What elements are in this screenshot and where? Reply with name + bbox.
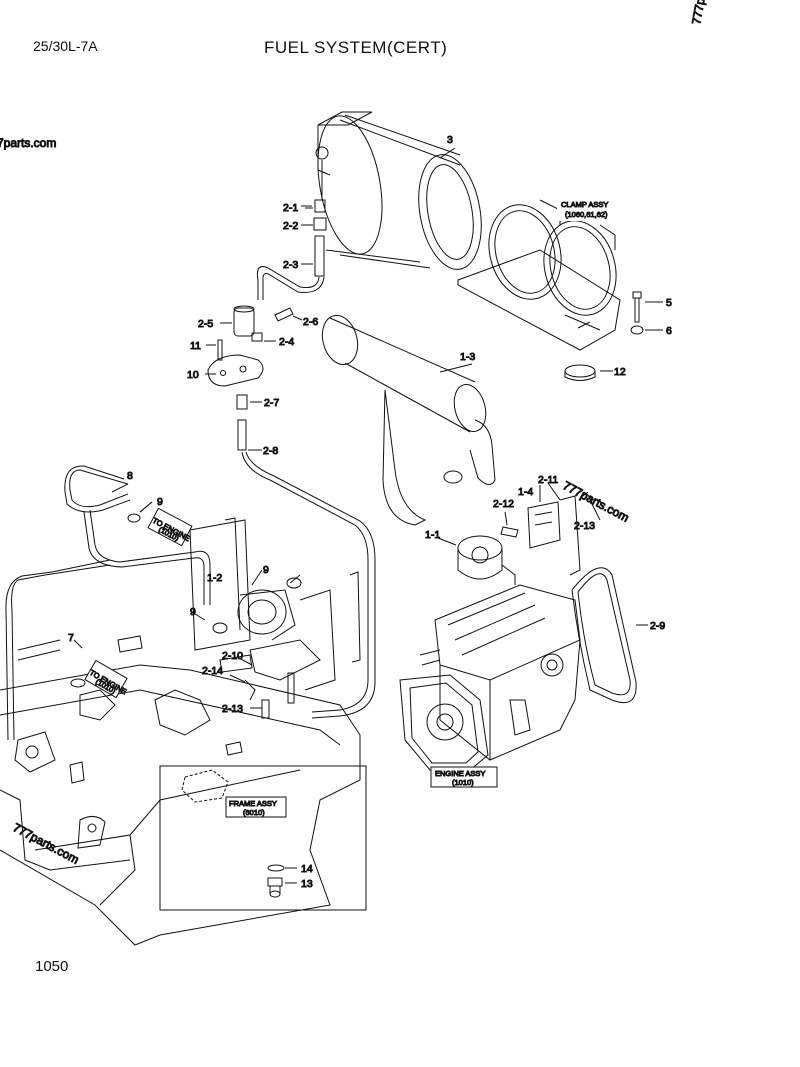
callout-2-1: 2-1 <box>283 202 298 214</box>
callout-12: 12 <box>614 366 626 378</box>
mounting-plate-10 <box>205 354 264 387</box>
callout-9-top: 9 <box>157 496 163 508</box>
fuel-filter-2-5 <box>220 305 255 337</box>
fuel-line-8 <box>64 465 211 605</box>
callout-2-7: 2-7 <box>264 397 279 409</box>
frame-assy-label: FRAME ASSY <box>229 799 277 808</box>
engine-assembly <box>399 584 581 771</box>
callout-2-4: 2-4 <box>279 336 294 348</box>
watermark-center: 777parts.com <box>561 478 632 524</box>
callout-2-12: 2-12 <box>493 498 514 510</box>
drain-plug-13 <box>267 877 297 898</box>
callout-1-4: 1-4 <box>518 486 533 498</box>
callout-2-13-left: 2-13 <box>222 703 243 715</box>
module-2-11 <box>547 482 581 576</box>
callout-2-14: 2-14 <box>202 665 223 677</box>
callout-5: 5 <box>666 297 672 309</box>
callout-2-13-right: 2-13 <box>574 520 595 532</box>
callout-10: 10 <box>187 369 199 381</box>
fuel-line-7 <box>5 559 111 741</box>
fitting-2-6 <box>274 307 303 322</box>
watermark-top-right: 777p <box>689 0 707 26</box>
callout-13: 13 <box>301 878 313 890</box>
washer-6 <box>630 325 663 335</box>
bolt-2-13 <box>582 491 601 521</box>
vaporizer-muffler-1-3 <box>321 314 496 526</box>
bolt-5 <box>632 291 663 323</box>
callout-leaders <box>73 147 473 709</box>
fitting-2-7 <box>236 394 262 410</box>
truck-frame <box>0 635 361 946</box>
rubber-pad-12 <box>564 364 613 381</box>
drive-belt-2-9 <box>571 567 648 704</box>
callout-7: 7 <box>68 632 74 644</box>
callout-2-5: 2-5 <box>198 318 213 330</box>
callout-9-middle: 9 <box>263 564 269 576</box>
screw-11 <box>206 339 223 361</box>
callout-14: 14 <box>301 863 313 875</box>
callout-9-left: 9 <box>190 606 196 618</box>
frame-assy-ref: (6010) <box>243 808 265 817</box>
frame-assy-detail-box <box>159 765 367 911</box>
clamp-assy-ref: (1060,61,62) <box>565 210 608 219</box>
engine-assy-label: ENGINE ASSY <box>435 769 485 778</box>
engine-assy-ref: (1010) <box>452 778 474 787</box>
o-ring-14 <box>267 864 297 872</box>
callout-11: 11 <box>190 340 201 352</box>
lpg-tank <box>315 111 482 270</box>
callout-2-8: 2-8 <box>263 445 278 457</box>
watermark-frame: 777parts.com <box>11 820 82 866</box>
callout-8: 8 <box>127 470 133 482</box>
page-title: FUEL SYSTEM(CERT) <box>264 38 448 57</box>
clamp-assy-label: CLAMP ASSY <box>561 200 608 209</box>
callout-3: 3 <box>447 134 453 146</box>
model-number: 25/30L-7A <box>33 38 98 54</box>
callout-2-2: 2-2 <box>283 220 298 232</box>
callout-1-2: 1-2 <box>207 572 222 584</box>
callout-1-3: 1-3 <box>460 351 475 363</box>
regulator-1-2 <box>189 517 302 651</box>
callout-2-11: 2-11 <box>538 474 558 486</box>
vaporizer-1-1 <box>437 535 516 585</box>
callout-2-10: 2-10 <box>222 650 243 662</box>
watermark-left: 7parts.com <box>0 136 56 150</box>
bracket-1-4 <box>527 485 561 549</box>
callout-1-1: 1-1 <box>425 529 440 541</box>
page-number: 1050 <box>35 958 69 975</box>
clip-9-left <box>70 678 86 688</box>
fitting-2-4 <box>251 332 276 342</box>
callout-2-9: 2-9 <box>650 620 665 632</box>
callout-2-3: 2-3 <box>283 259 298 271</box>
sensor-2-12 <box>500 511 519 538</box>
callout-2-6: 2-6 <box>303 316 318 328</box>
callout-6: 6 <box>666 325 672 337</box>
hose-2-8 <box>237 419 376 719</box>
bracket-assembly <box>244 571 361 719</box>
fuel-hose-tank <box>257 199 327 300</box>
